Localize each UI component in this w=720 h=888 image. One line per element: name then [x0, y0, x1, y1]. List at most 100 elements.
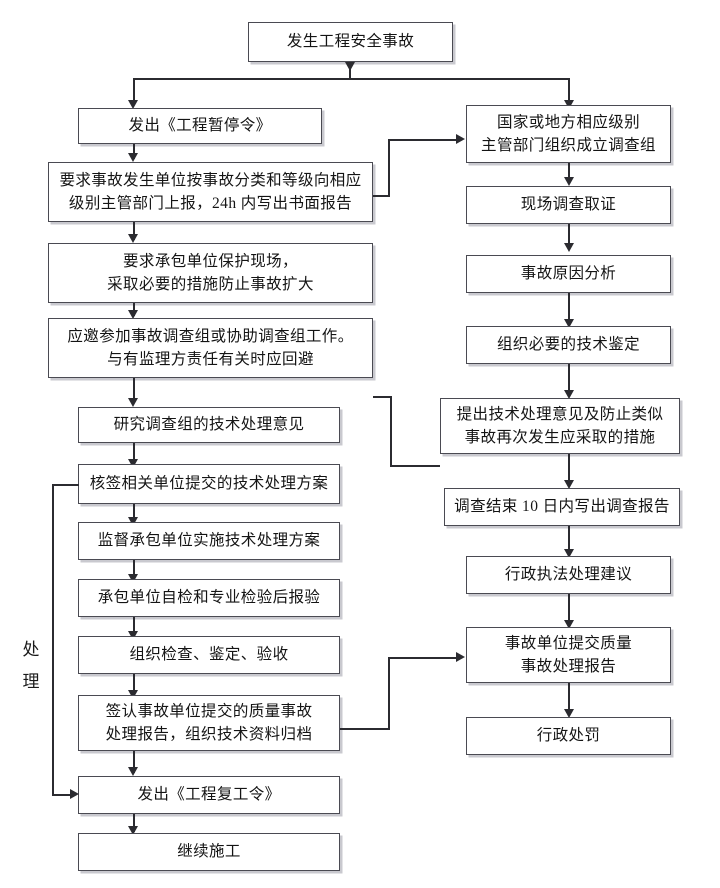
arrow-l1-to-r0 — [456, 133, 465, 144]
arrow-l3-l4 — [128, 398, 139, 407]
connector-l10-l11 — [133, 814, 135, 832]
arrow-l4-l5 — [128, 459, 139, 468]
node-right-1: 现场调查取证 — [466, 186, 671, 224]
arrow-r0-r1 — [563, 177, 574, 186]
node-left-3: 应邀参加事故调查组或协助调查组工作。 与有监理方责任有关时应回避 — [48, 318, 373, 378]
arrow-r3-r4 — [563, 390, 574, 399]
arrow-into-left-0 — [128, 100, 139, 109]
node-left-4-label: 研究调查组的技术处理意见 — [113, 415, 305, 433]
node-left-3-label: 应邀参加事故调查组或协助调查组工作。 与有监理方责任有关时应回避 — [67, 327, 354, 368]
connector-r1-r2 — [568, 224, 570, 249]
node-left-10: 发出《工程复工令》 — [78, 776, 340, 814]
node-left-0-label: 发出《工程暂停令》 — [128, 116, 272, 134]
node-left-5-label: 核签相关单位提交的技术处理方案 — [89, 474, 329, 492]
connector-l0-l1 — [133, 144, 135, 159]
connector-r3-r4 — [568, 364, 570, 396]
connector-l6-l7 — [133, 560, 135, 580]
node-left-4: 研究调查组的技术处理意见 — [78, 407, 340, 443]
arrow-leftbus-to-l10 — [70, 789, 79, 799]
node-right-0: 国家或地方相应级别 主管部门组织成立调查组 — [466, 105, 671, 163]
connector-leftbus-vertical — [52, 484, 54, 795]
arrow-l10-l11 — [128, 826, 139, 835]
connector-l9-to-r7-seg3 — [388, 657, 457, 659]
connector-r4-to-l5-seg3 — [373, 396, 391, 398]
connector-r0-r1 — [568, 163, 570, 183]
arrow-r5-r6 — [563, 549, 574, 558]
connector-split-bus — [133, 78, 570, 80]
node-left-11: 继续施工 — [78, 833, 340, 871]
node-right-7-label: 事故单位提交质量 事故处理报告 — [504, 634, 633, 675]
node-right-4: 提出技术处理意见及防止类似 事故再次发生应采取的措施 — [440, 398, 680, 454]
connector-r4-to-l5-seg1 — [390, 465, 440, 467]
arrow-r4-r5 — [563, 480, 574, 489]
node-right-2: 事故原因分析 — [466, 255, 671, 293]
arrow-l7-l8 — [128, 631, 139, 640]
arrow-r2-r3 — [563, 319, 574, 328]
node-left-0: 发出《工程暂停令》 — [78, 108, 322, 144]
arrow-r1-r2 — [563, 243, 574, 252]
node-right-5: 调查结束 10 日内写出调查报告 — [444, 488, 680, 526]
connector-l3-l4 — [133, 378, 135, 403]
node-right-4-label: 提出技术处理意见及防止类似 事故再次发生应采取的措施 — [456, 405, 664, 446]
arrow-into-right-0 — [563, 100, 574, 109]
arrow-r7-r8 — [563, 709, 574, 718]
node-left-5: 核签相关单位提交的技术处理方案 — [78, 464, 340, 504]
arrow-start-down — [344, 62, 355, 71]
connector-r6-r7 — [568, 594, 570, 626]
node-left-2-label: 要求承包单位保护现场， 采取必要的措施防止事故扩大 — [107, 252, 314, 293]
node-right-6-label: 行政执法处理建议 — [504, 565, 633, 583]
arrow-r6-r7 — [563, 620, 574, 629]
node-left-8: 组织检查、鉴定、验收 — [78, 636, 340, 674]
node-left-1-label: 要求事故发生单位按事故分类和等级向相应 级别主管部门上报，24h 内写出书面报告 — [59, 171, 362, 212]
connector-l4-l5 — [133, 443, 135, 465]
side-label-processing: 处 理 — [20, 634, 42, 699]
connector-l8-l9 — [133, 674, 135, 696]
node-right-0-label: 国家或地方相应级别 主管部门组织成立调查组 — [481, 113, 656, 154]
connector-r5-r6 — [568, 526, 570, 555]
arrow-l1-l2 — [128, 234, 139, 243]
node-left-9-label: 签认事故单位提交的质量事故 处理报告，组织技术资料归档 — [105, 702, 313, 743]
node-left-9: 签认事故单位提交的质量事故 处理报告，组织技术资料归档 — [78, 695, 340, 751]
arrow-l8-l9 — [128, 690, 139, 699]
connector-l1-to-r0-seg3 — [388, 139, 457, 141]
node-right-5-label: 调查结束 10 日内写出调查报告 — [454, 497, 670, 515]
connector-bus-right — [568, 78, 570, 105]
node-left-2: 要求承包单位保护现场， 采取必要的措施防止事故扩大 — [48, 243, 373, 303]
connector-bus-left — [133, 78, 135, 105]
connector-l5-l6 — [133, 504, 135, 523]
node-left-6-label: 监督承包单位实施技术处理方案 — [97, 531, 321, 549]
arrow-l6-l7 — [128, 574, 139, 583]
connector-l1-l2 — [133, 222, 135, 240]
side-label-char-0: 处 — [22, 640, 40, 659]
connector-r7-r8 — [568, 683, 570, 715]
connector-l2-l3 — [133, 303, 135, 316]
node-left-10-label: 发出《工程复工令》 — [137, 785, 281, 803]
node-right-8-label: 行政处罚 — [536, 726, 601, 744]
node-left-6: 监督承包单位实施技术处理方案 — [78, 522, 340, 560]
node-right-7: 事故单位提交质量 事故处理报告 — [466, 627, 671, 683]
connector-l7-l8 — [133, 617, 135, 637]
connector-l1-to-r0-seg2 — [388, 139, 390, 196]
node-left-11-label: 继续施工 — [177, 842, 241, 860]
node-right-6: 行政执法处理建议 — [466, 556, 671, 594]
node-right-8: 行政处罚 — [466, 717, 671, 755]
node-right-1-label: 现场调查取证 — [520, 195, 617, 213]
arrow-l9-to-r7 — [456, 651, 465, 662]
connector-l9-to-r7-seg2 — [388, 657, 390, 729]
side-label-char-1: 理 — [22, 672, 40, 692]
node-left-7-label: 承包单位自检和专业检验后报验 — [97, 588, 321, 606]
arrow-l0-l1 — [128, 153, 139, 162]
connector-l1-to-r0-seg1 — [373, 195, 390, 197]
arrow-l2-l3 — [128, 310, 139, 319]
node-start-label: 发生工程安全事故 — [286, 32, 415, 50]
connector-r4-r5 — [568, 454, 570, 486]
node-left-8-label: 组织检查、鉴定、验收 — [129, 645, 289, 663]
connector-leftbus-bottom — [52, 794, 72, 796]
connector-r2-r3 — [568, 293, 570, 325]
connector-leftbus-top — [52, 484, 79, 486]
arrow-l9-l10 — [128, 767, 139, 776]
node-start: 发生工程安全事故 — [248, 22, 453, 62]
node-left-1: 要求事故发生单位按事故分类和等级向相应 级别主管部门上报，24h 内写出书面报告 — [48, 162, 373, 222]
node-left-7: 承包单位自检和专业检验后报验 — [78, 579, 340, 617]
